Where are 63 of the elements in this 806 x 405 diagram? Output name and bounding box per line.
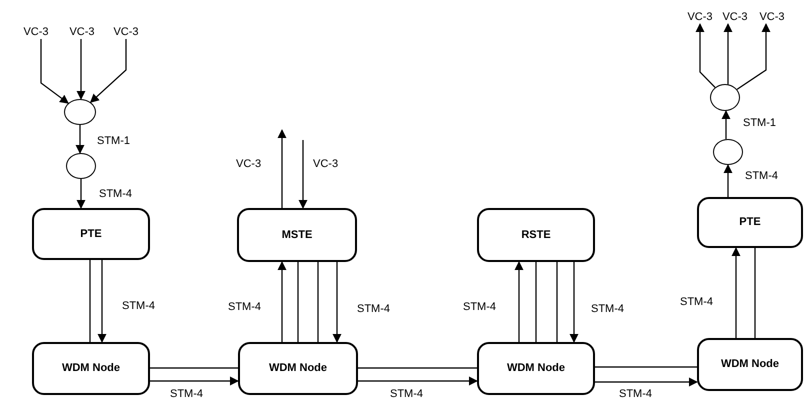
equipment-box: WDM Node — [697, 338, 803, 391]
arrow — [76, 39, 86, 100]
equipment-box: WDM Node — [32, 342, 150, 395]
arrow — [732, 247, 740, 338]
signal-label: VC-3 — [719, 10, 751, 24]
arrow — [298, 140, 308, 209]
arrow — [40, 39, 69, 104]
edge-label: STM-4 — [680, 297, 713, 308]
arrow — [358, 376, 478, 386]
connector-line — [535, 262, 537, 342]
circle-node — [713, 139, 743, 165]
equipment-box: RSTE — [477, 208, 595, 262]
edge-label: STM-1 — [743, 118, 776, 129]
edge-label: STM-4 — [745, 171, 778, 182]
connector-line — [358, 367, 477, 369]
signal-label: VC-3 — [756, 10, 788, 24]
edge-label: STM-4 — [591, 304, 624, 315]
equipment-box: PTE — [697, 197, 803, 248]
edge-label: STM-4 — [463, 302, 496, 313]
connector-line — [754, 248, 756, 338]
connector-line — [150, 367, 238, 369]
arrow — [722, 110, 730, 140]
connector-line — [89, 260, 91, 342]
connector-line — [595, 366, 697, 368]
circle-node — [710, 84, 740, 111]
arrow — [514, 261, 524, 342]
connector-line — [317, 262, 319, 342]
edge-label: STM-1 — [97, 136, 130, 147]
equipment-box: WDM Node — [477, 342, 595, 395]
arrow — [90, 39, 127, 103]
edge-label: STM-4 — [99, 189, 132, 200]
arrow — [76, 179, 86, 209]
arrow — [736, 23, 770, 90]
arrow — [76, 125, 84, 154]
arrow — [332, 262, 342, 343]
circle-node — [64, 99, 96, 125]
signal-label: VC-3 — [20, 25, 52, 39]
arrow — [278, 261, 286, 342]
arrow — [150, 376, 239, 386]
connector-line — [297, 262, 299, 342]
equipment-box: MSTE — [237, 208, 357, 262]
edge-label: STM-4 — [619, 389, 652, 400]
arrow — [278, 129, 286, 208]
arrow — [595, 378, 698, 386]
arrow — [696, 23, 716, 88]
edge-label: STM-4 — [390, 389, 423, 400]
equipment-box: WDM Node — [238, 342, 358, 395]
signal-label: VC-3 — [66, 25, 98, 39]
edge-label: STM-4 — [170, 389, 203, 400]
signal-label: VC-3 — [684, 10, 716, 24]
edge-label: STM-4 — [357, 304, 390, 315]
arrow — [724, 164, 732, 197]
connector-line — [556, 262, 558, 342]
circle-node — [66, 153, 96, 179]
equipment-box: PTE — [32, 208, 150, 260]
edge-label: STM-4 — [122, 301, 155, 312]
edge-label: STM-4 — [228, 302, 261, 313]
signal-label: VC-3 — [110, 25, 142, 39]
arrow — [570, 262, 578, 343]
edge-label: VC-3 — [313, 159, 338, 170]
arrow — [724, 23, 732, 84]
edge-label: VC-3 — [236, 159, 262, 170]
arrow — [98, 260, 106, 343]
